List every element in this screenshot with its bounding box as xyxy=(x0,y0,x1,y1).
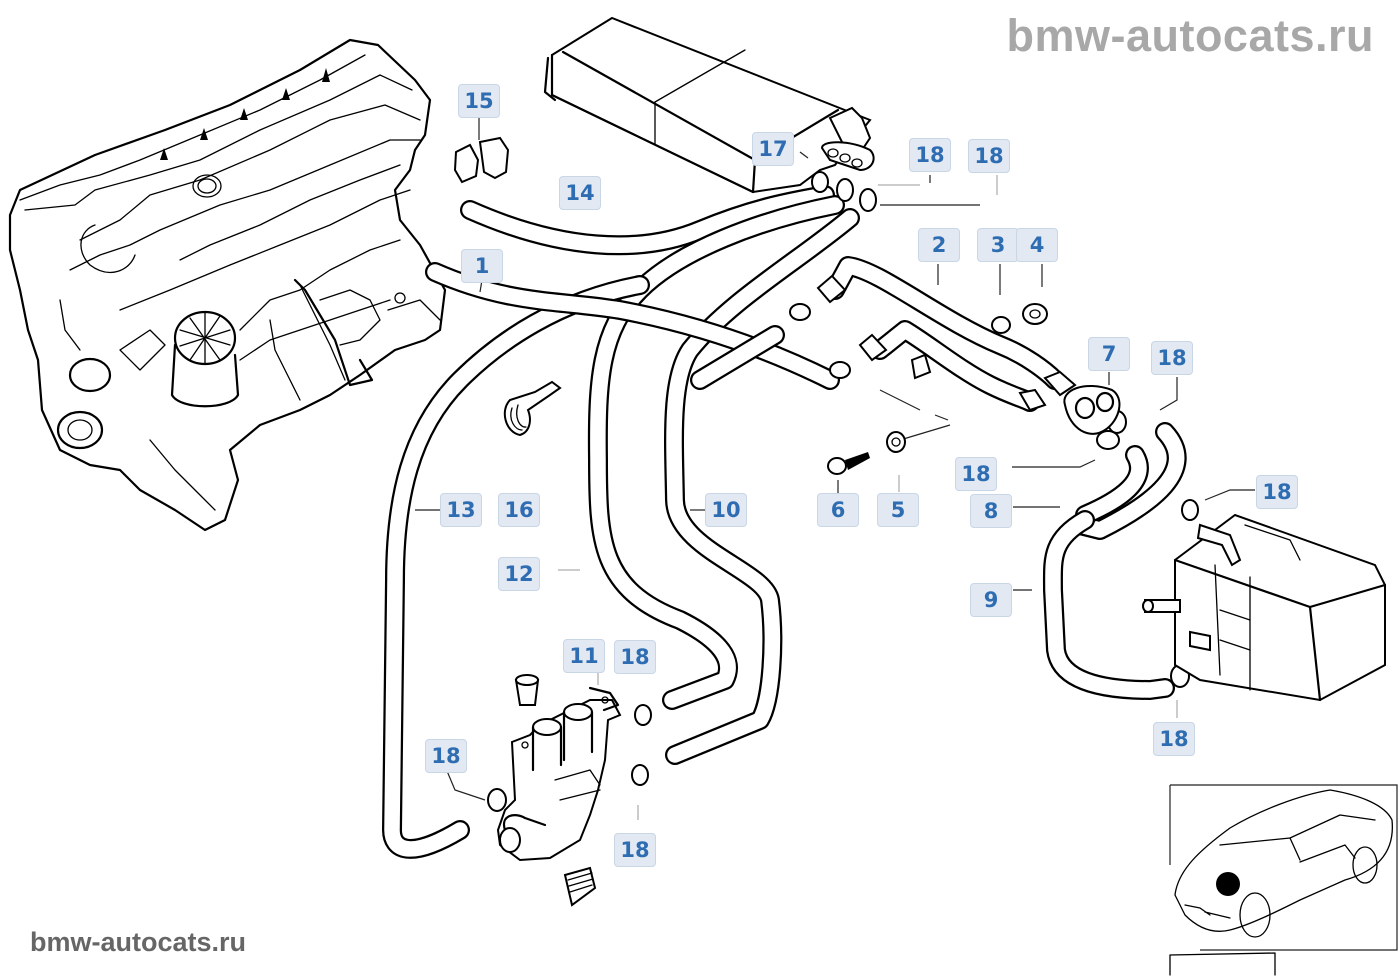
water-valve-illustration[interactable] xyxy=(496,674,622,907)
watermark-top: bmw-autocats.ru xyxy=(1006,10,1374,61)
callout-part-7[interactable]: 7 xyxy=(1088,337,1130,371)
location-marker xyxy=(1216,872,1240,896)
callout-part-18[interactable]: 18 xyxy=(1151,341,1193,375)
callout-part-18[interactable]: 18 xyxy=(1256,475,1298,509)
callout-part-18[interactable]: 18 xyxy=(425,739,467,773)
callout-part-10[interactable]: 10 xyxy=(705,493,747,527)
callout-part-4[interactable]: 4 xyxy=(1016,228,1058,262)
callout-part-18[interactable]: 18 xyxy=(955,457,997,491)
callout-part-5[interactable]: 5 xyxy=(877,493,919,527)
clamp-15 xyxy=(453,136,510,184)
callout-part-8[interactable]: 8 xyxy=(970,494,1012,528)
hose-14[interactable] xyxy=(460,185,835,256)
callout-part-18[interactable]: 18 xyxy=(968,139,1010,173)
callout-part-16[interactable]: 16 xyxy=(498,493,540,527)
hose-short[interactable] xyxy=(690,325,785,390)
car-locator-thumbnail xyxy=(1169,784,1398,976)
hose-12[interactable] xyxy=(587,195,845,710)
pipe-2-3[interactable] xyxy=(825,256,1065,412)
hose-1[interactable] xyxy=(425,262,840,390)
callout-part-18[interactable]: 18 xyxy=(614,833,656,867)
callout-part-11[interactable]: 11 xyxy=(563,639,605,673)
callout-part-12[interactable]: 12 xyxy=(498,557,540,591)
watermark-bottom: bmw-autocats.ru xyxy=(30,927,247,957)
hose-9[interactable] xyxy=(1042,510,1175,700)
callout-part-15[interactable]: 15 xyxy=(458,84,500,118)
callout-part-3[interactable]: 3 xyxy=(977,228,1019,262)
leader-lines xyxy=(415,118,1255,820)
callout-part-6[interactable]: 6 xyxy=(817,493,859,527)
hose-10[interactable] xyxy=(664,208,860,765)
clip-16 xyxy=(503,380,562,437)
heater-core-illustration[interactable] xyxy=(543,16,875,194)
callout-part-13[interactable]: 13 xyxy=(440,493,482,527)
auxiliary-pump-illustration[interactable] xyxy=(1142,513,1387,702)
callout-part-2[interactable]: 2 xyxy=(918,228,960,262)
callout-part-9[interactable]: 9 xyxy=(970,583,1012,617)
hose-8[interactable] xyxy=(1070,422,1187,540)
callout-part-18[interactable]: 18 xyxy=(1153,722,1195,756)
callout-part-18[interactable]: 18 xyxy=(909,138,951,172)
engine-illustration[interactable] xyxy=(8,38,447,532)
hose-13[interactable] xyxy=(382,275,650,859)
callout-part-1[interactable]: 1 xyxy=(461,249,503,283)
callout-part-18[interactable]: 18 xyxy=(614,640,656,674)
callout-part-17[interactable]: 17 xyxy=(752,132,794,166)
fittings xyxy=(816,274,1121,475)
hose-clamps xyxy=(487,171,1199,812)
callout-part-14[interactable]: 14 xyxy=(559,176,601,210)
